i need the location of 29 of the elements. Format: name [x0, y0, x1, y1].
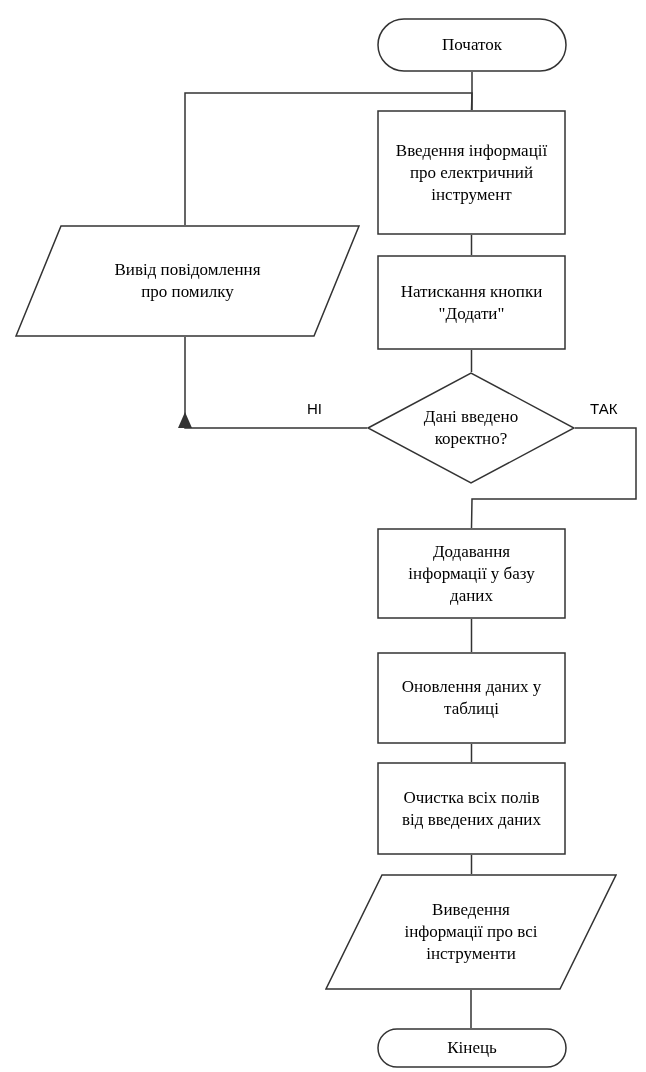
connector-line [470, 854, 473, 875]
decision-diamond [367, 372, 575, 484]
node-text: Оновлення даних у таблиці [400, 676, 543, 720]
node-text: Очистка всіх полів від введених даних [401, 786, 542, 831]
node-text: Виведення інформації про всі інструменти [403, 899, 539, 965]
io-parallelogram [15, 225, 360, 337]
connector-line [471, 71, 473, 111]
terminal-node [377, 1028, 567, 1068]
connector-line [184, 92, 473, 226]
connector-line [470, 427, 637, 529]
process-box [377, 762, 566, 855]
node-text: Натискання кнопки "Додати" [399, 280, 544, 325]
process-box [377, 528, 566, 619]
connector-line [470, 618, 473, 653]
node-text: Дані введено коректно? [422, 406, 520, 450]
terminal-node [377, 18, 567, 72]
arrow [178, 336, 368, 429]
connector-line [470, 349, 473, 373]
process-box [377, 255, 566, 350]
node-text: Введення інформації про електричний інструмент [394, 139, 549, 206]
node-text: Додавання інформації у базу даних [407, 540, 536, 607]
process-box [377, 110, 566, 235]
io-parallelogram [325, 874, 617, 990]
node-text: Кінець [446, 1037, 498, 1059]
connector-line [470, 989, 472, 1029]
connector-line [470, 234, 473, 256]
node-text: Вивід повідомлення про помилку [113, 259, 262, 303]
node-text: Початок [441, 34, 503, 56]
process-box [377, 652, 566, 744]
